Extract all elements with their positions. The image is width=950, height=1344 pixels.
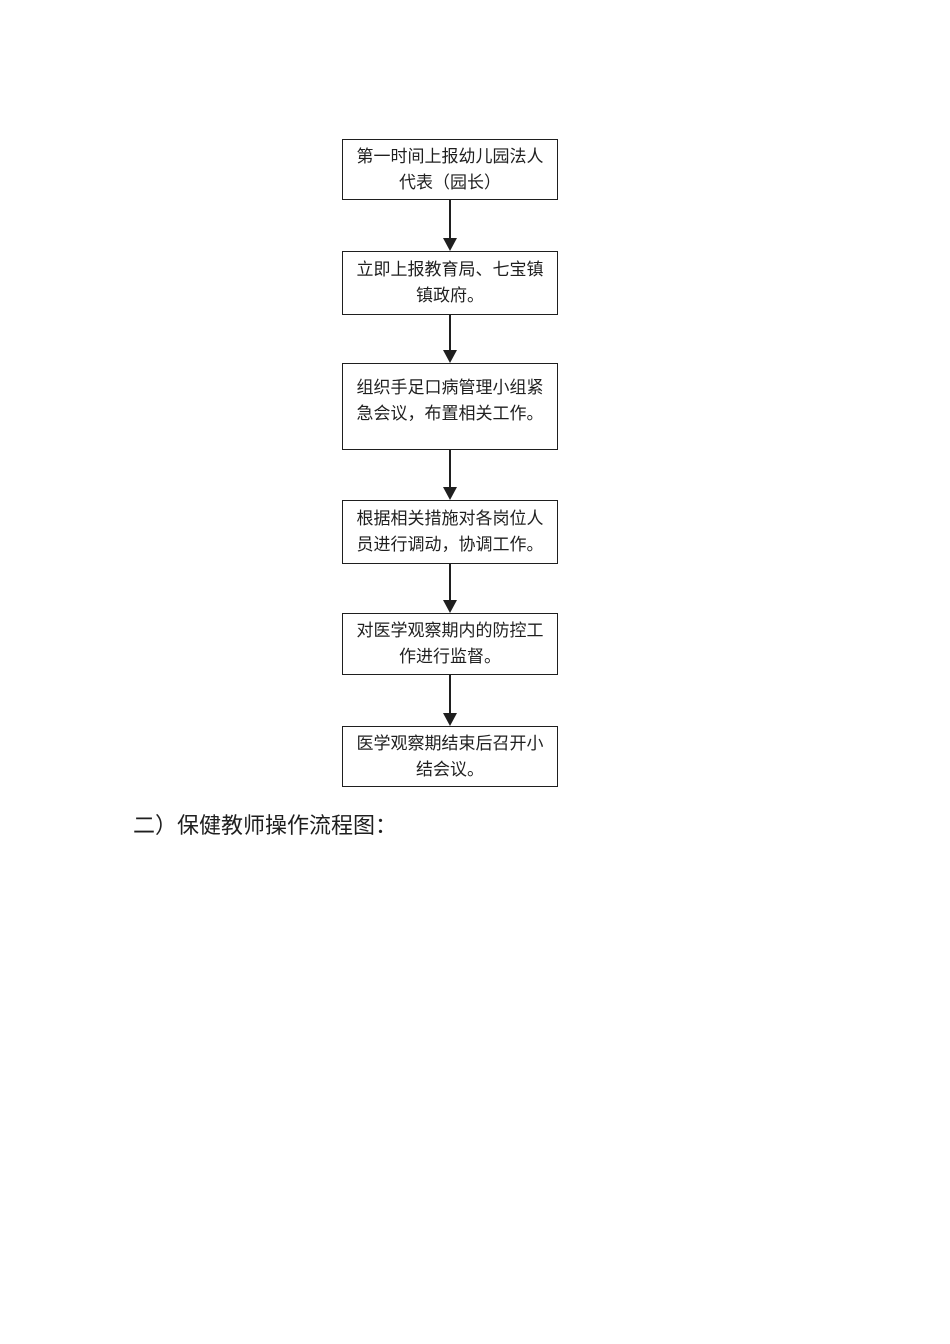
arrow-stem (449, 675, 451, 713)
flow-step-coordinate-staff: 根据相关措施对各岗位人 员进行调动，协调工作。 (342, 500, 558, 564)
flow-step-text: 组织手足口病管理小组紧 (356, 378, 544, 397)
flow-arrow-down (342, 450, 558, 500)
arrow-stem (449, 564, 451, 600)
arrow-head-icon (443, 600, 457, 613)
flow-step-text: 立即上报教育局、七宝镇 (356, 260, 544, 279)
flow-step-text: 对医学观察期内的防控工 (356, 621, 544, 640)
flow-step-text: 镇政府。 (416, 286, 484, 305)
arrow-stem (449, 450, 451, 487)
flow-step-text: 结会议。 (416, 759, 484, 779)
flow-step-report-principal: 第一时间上报幼儿园法人 代表（园长） (342, 139, 558, 200)
flow-arrow-down (342, 675, 558, 726)
flow-step-report-bureau: 立即上报教育局、七宝镇 镇政府。 (342, 251, 558, 315)
arrow-stem (449, 315, 451, 350)
flow-step-text: 急会议，布置相关工作。 (356, 404, 544, 423)
section-caption: 二）保健教师操作流程图： (133, 813, 398, 838)
flow-step-text: 作进行监督。 (399, 647, 501, 666)
flow-step-supervise-observation: 对医学观察期内的防控工 作进行监督。 (342, 613, 558, 675)
flow-step-text: 员进行调动，协调工作。 (356, 535, 544, 554)
flow-step-summary-meeting: 医学观察期结束后召开小 结会议。 (342, 726, 558, 787)
arrow-head-icon (443, 713, 457, 726)
flow-arrow-down (342, 315, 558, 363)
arrow-head-icon (443, 238, 457, 251)
flow-step-text: 根据相关措施对各岗位人 (356, 509, 544, 528)
flow-step-text: 医学观察期结束后召开小 (356, 733, 544, 753)
flow-step-emergency-meeting: 组织手足口病管理小组紧 急会议，布置相关工作。 (342, 363, 558, 450)
flow-step-text: 第一时间上报幼儿园法人 (356, 146, 544, 166)
flow-arrow-down (342, 564, 558, 613)
arrow-head-icon (443, 487, 457, 500)
flow-step-text: 代表（园长） (399, 172, 501, 192)
flow-arrow-down (342, 200, 558, 251)
arrow-head-icon (443, 350, 457, 363)
arrow-stem (449, 200, 451, 238)
